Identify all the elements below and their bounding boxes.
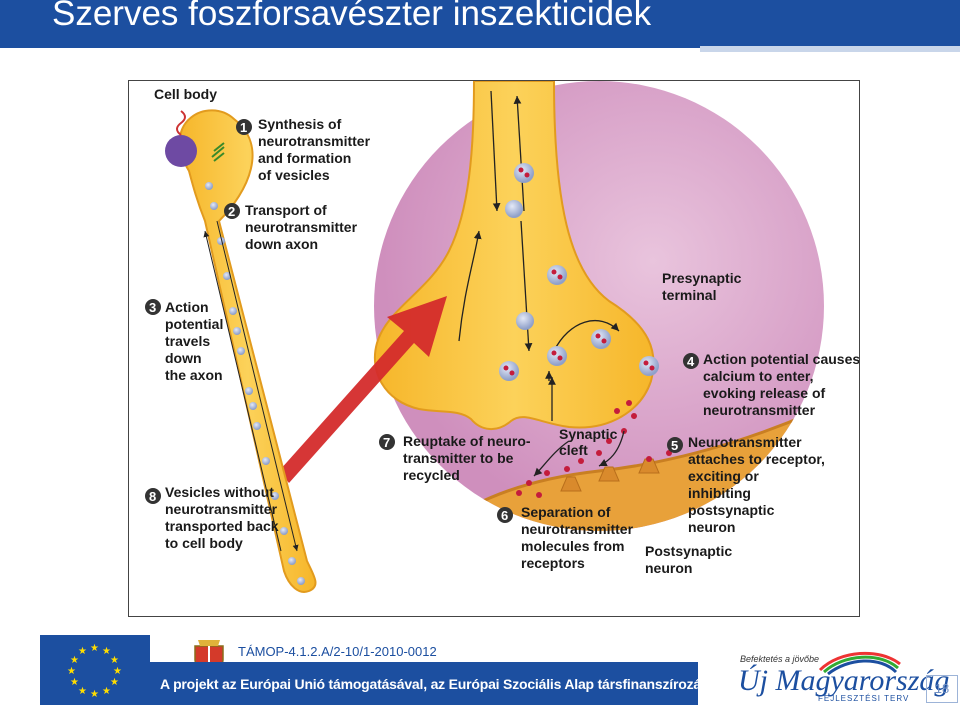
receptors bbox=[560, 458, 660, 492]
svg-text:★: ★ bbox=[102, 646, 111, 657]
svg-text:★: ★ bbox=[110, 677, 119, 688]
neuron bbox=[165, 109, 317, 593]
postsynaptic-neuron-shape bbox=[374, 391, 824, 531]
svg-text:2: 2 bbox=[228, 204, 235, 219]
svg-text:★: ★ bbox=[90, 643, 99, 654]
nucleus bbox=[165, 135, 197, 167]
golgi bbox=[211, 142, 225, 162]
svg-text:★: ★ bbox=[78, 646, 87, 657]
umft-tagline: Befektetés a jövőbe bbox=[740, 654, 820, 664]
footer-band bbox=[150, 662, 698, 705]
svg-text:★: ★ bbox=[102, 686, 111, 697]
step-3: 3 Action potential travels down the axon bbox=[145, 299, 227, 383]
step-8: 8 Vesicles without neurotransmitter tran… bbox=[145, 484, 282, 551]
project-code: TÁMOP-4.1.2.A/2-10/1-2010-0012 bbox=[238, 644, 437, 659]
svg-text:Action potential t: Action potential travels down the axon bbox=[165, 299, 227, 383]
neurotransmitter-molecules bbox=[516, 400, 672, 498]
synapse-diagram: Cell body Presynaptic terminal Synaptic … bbox=[128, 80, 860, 617]
svg-text:1: 1 bbox=[240, 120, 247, 135]
svg-text:★: ★ bbox=[78, 686, 87, 697]
svg-text:4: 4 bbox=[687, 354, 695, 369]
label-synaptic-cleft: Synaptic cleft bbox=[559, 426, 621, 458]
svg-text:Synthesis of neurotransm: Synthesis of neurotransmitter and format… bbox=[258, 116, 374, 183]
title-rule bbox=[700, 46, 960, 52]
presynaptic-terminal bbox=[373, 81, 655, 430]
organelle bbox=[176, 110, 186, 136]
terminal-vesicles bbox=[499, 163, 659, 381]
step-1: 1 Synthesis of neurotransmitter and form… bbox=[236, 116, 374, 183]
svg-text:★: ★ bbox=[70, 677, 79, 688]
svg-text:★: ★ bbox=[67, 666, 76, 677]
svg-text:★: ★ bbox=[90, 689, 99, 700]
page-number: 18 bbox=[926, 675, 958, 703]
svg-text:★: ★ bbox=[110, 655, 119, 666]
svg-text:Neurotransmitter attache: Neurotransmitter attaches to receptor, e… bbox=[688, 434, 829, 535]
svg-text:Vesicles without neurotr: Vesicles without neurotransmitter transp… bbox=[165, 484, 282, 551]
funding-statement: A projekt az Európai Unió támogatásával,… bbox=[160, 676, 822, 692]
umft-subtitle: FEJLESZTÉSI TERV bbox=[818, 694, 910, 703]
label-cell-body: Cell body bbox=[154, 86, 217, 102]
svg-text:Reuptake of neuro- trans: Reuptake of neuro- transmitter to be rec… bbox=[403, 433, 534, 483]
umft-name: Új Magyarország bbox=[738, 664, 950, 697]
label-postsynaptic: Postsynaptic neuron bbox=[645, 543, 736, 576]
slide-title: Szerves foszforsavészter inszekticidek bbox=[52, 0, 652, 33]
eu-flag-logo: ★ ★ ★ ★ ★ ★ ★ ★ ★ ★ ★ ★ bbox=[40, 635, 150, 705]
svg-text:Transport of neurotransm: Transport of neurotransmitter down axon bbox=[245, 202, 361, 252]
svg-text:3: 3 bbox=[149, 300, 156, 315]
svg-text:Separation of neurotrans: Separation of neurotransmitter molecules… bbox=[521, 504, 637, 571]
svg-text:7: 7 bbox=[383, 435, 390, 450]
zoom-arrow bbox=[279, 296, 447, 483]
svg-text:★: ★ bbox=[113, 666, 122, 677]
svg-text:5: 5 bbox=[671, 438, 678, 453]
svg-text:6: 6 bbox=[501, 508, 508, 523]
svg-text:8: 8 bbox=[149, 489, 156, 504]
step-5: 5 Neurotransmitter attaches to receptor,… bbox=[667, 434, 829, 535]
title-bar bbox=[0, 0, 960, 48]
step-4: 4 Action potential causes calcium to ent… bbox=[683, 351, 859, 418]
step-6: 6 Separation of neurotransmitter molecul… bbox=[497, 504, 637, 571]
svg-text:Action potential causes: Action potential causes calcium to enter… bbox=[703, 351, 859, 418]
step-7: 7 Reuptake of neuro- transmitter to be r… bbox=[379, 433, 534, 483]
eu-stars-icon: ★ ★ ★ ★ ★ ★ ★ ★ ★ ★ ★ ★ bbox=[67, 643, 122, 700]
umft-logo bbox=[700, 640, 925, 705]
svg-text:★: ★ bbox=[70, 655, 79, 666]
step-2: 2 Transport of neurotransmitter down axo… bbox=[224, 202, 361, 252]
label-presynaptic: Presynaptic terminal bbox=[662, 270, 745, 303]
